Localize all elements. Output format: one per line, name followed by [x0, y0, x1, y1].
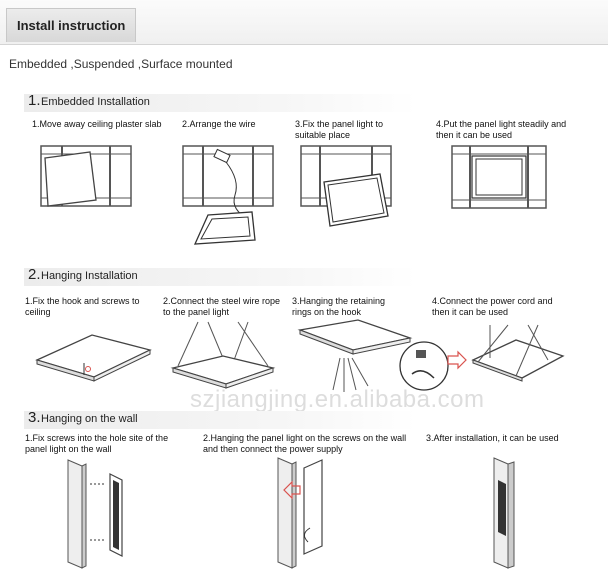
- header-bar: Install instruction: [0, 0, 608, 45]
- embedded-step-2: 2.Arrange the wire: [182, 119, 256, 129]
- section-title: Hanging on the wall: [41, 413, 138, 425]
- wall-step-2: 2.Hanging the panel light on the screws …: [203, 433, 407, 454]
- panel-installed-illustration: [451, 145, 547, 209]
- embedded-step-1: 1.Move away ceiling plaster slab: [32, 119, 162, 129]
- arrange-wire-illustration: [182, 145, 274, 245]
- hanging-step-2: 2.Connect the steel wire rope to the pan…: [163, 296, 281, 317]
- mounting-types: Embedded ,Suspended ,Surface mounted: [9, 57, 233, 71]
- steel-wire-illustration: [170, 321, 276, 389]
- section-embedded-header: 1. Embedded Installation: [24, 92, 416, 112]
- fix-panel-illustration: [300, 145, 392, 227]
- section-number: 3.: [28, 409, 41, 426]
- retaining-rings-illustration: [297, 319, 413, 392]
- section-number: 1.: [28, 92, 41, 109]
- wall-screws-illustration: [67, 459, 123, 569]
- hanging-step-1: 1.Fix the hook and screws to ceiling: [25, 296, 140, 317]
- watermark: szjiangjing.en.alibaba.com: [190, 386, 485, 413]
- section-number: 2.: [28, 266, 41, 283]
- ceiling-hook-illustration: [35, 334, 152, 382]
- wall-step-3: 3.After installation, it can be used: [426, 433, 559, 443]
- ceiling-slab-illustration: [40, 145, 132, 207]
- section-title: Embedded Installation: [41, 96, 150, 108]
- section-hanging-header: 2. Hanging Installation: [24, 266, 416, 286]
- hanging-step-3: 3.Hanging the retaining rings on the hoo…: [292, 296, 386, 317]
- hanging-step-4: 4.Connect the power cord and then it can…: [432, 296, 553, 317]
- tab-install-instruction[interactable]: Install instruction: [6, 8, 137, 42]
- embedded-step-3: 3.Fix the panel light to suitable place: [295, 119, 384, 140]
- wall-hang-illustration: [277, 457, 323, 569]
- section-title: Hanging Installation: [41, 270, 138, 282]
- embedded-step-4: 4.Put the panel light steadily and then …: [436, 119, 567, 140]
- wall-installed-illustration: [493, 457, 515, 569]
- section-wall-header: 3. Hanging on the wall: [24, 409, 416, 429]
- power-cord-illustration: [399, 324, 565, 391]
- wall-step-1: 1.Fix screws into the hole site of the p…: [25, 433, 169, 454]
